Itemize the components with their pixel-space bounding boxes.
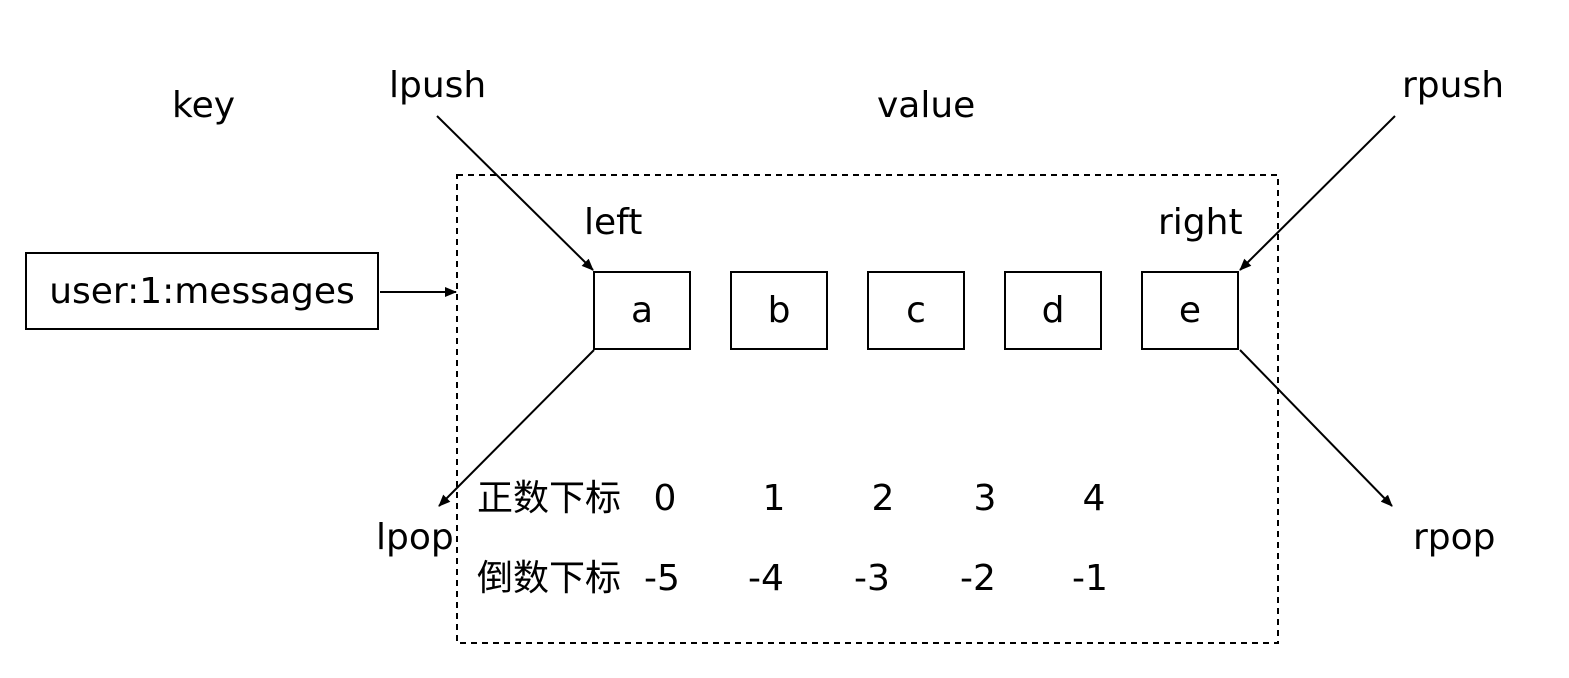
key-box: user:1:messages: [25, 252, 379, 330]
lpush-label: lpush: [389, 65, 487, 106]
negative-index-value: -4: [748, 558, 784, 599]
rpop-label: rpop: [1413, 517, 1496, 558]
left-label: left: [584, 202, 643, 243]
element-value: c: [906, 290, 926, 331]
negative-index-value: -5: [644, 558, 680, 599]
negative-index-value: -1: [1072, 558, 1108, 599]
list-element: d: [1004, 271, 1102, 350]
rpush-arrow: [1239, 115, 1396, 271]
positive-index-value: 0: [653, 478, 677, 519]
list-element: a: [593, 271, 691, 350]
negative-index-value: -3: [854, 558, 890, 599]
positive-index-value: 4: [1082, 478, 1106, 519]
positive-index-value: 2: [871, 478, 895, 519]
lpush-arrow: [436, 115, 594, 271]
value-label: value: [877, 85, 976, 126]
negative-index-label: 倒数下标: [477, 558, 622, 599]
positive-index-value: 1: [762, 478, 786, 519]
right-label: right: [1158, 202, 1243, 243]
list-element: b: [730, 271, 828, 350]
positive-index-value: 3: [973, 478, 997, 519]
lpop-label: lpop: [376, 517, 454, 558]
list-element: c: [867, 271, 965, 350]
key-name-text: user:1:messages: [49, 270, 355, 312]
element-value: d: [1041, 290, 1065, 331]
rpush-label: rpush: [1402, 65, 1505, 106]
element-value: e: [1178, 290, 1202, 331]
list-element: e: [1141, 271, 1239, 350]
positive-index-label: 正数下标: [477, 478, 622, 519]
negative-index-value: -2: [960, 558, 996, 599]
element-value: b: [767, 290, 791, 331]
key-label: key: [172, 85, 236, 126]
element-value: a: [630, 290, 654, 331]
lpop-arrow: [438, 349, 595, 507]
rpop-arrow: [1239, 349, 1393, 507]
value-container: [456, 174, 1279, 644]
